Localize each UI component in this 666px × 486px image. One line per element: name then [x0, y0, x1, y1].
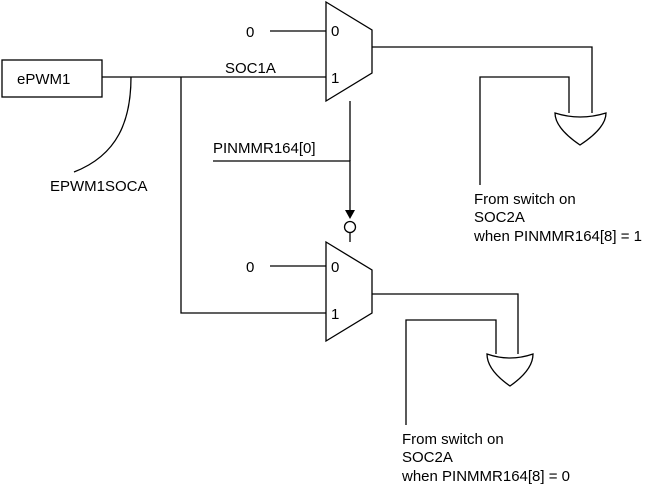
- epwm1soca-label: EPWM1SOCA: [50, 178, 148, 195]
- mux-bottom-input0-value: 0: [246, 259, 254, 276]
- wire-mux-bottom-output: [372, 293, 519, 354]
- wire-top-note-to-gate: [479, 76, 570, 185]
- or-gate-top: [554, 112, 607, 146]
- select-signal-label: PINMMR164[0]: [213, 140, 316, 157]
- soc1a-label: SOC1A: [225, 60, 276, 77]
- note-top-line-3: when PINMMR164[8] = 1: [473, 228, 642, 245]
- select-arrowhead: [345, 210, 355, 219]
- epwm1-block-label: ePWM1: [17, 71, 70, 88]
- note-bottom-line-3: when PINMMR164[8] = 0: [401, 468, 570, 485]
- note-top-line-1: From switch on: [474, 191, 576, 208]
- select-inverter-bubble: [343, 220, 357, 234]
- note-top: From switch on SOC2A when PINMMR164[8] =…: [473, 191, 642, 245]
- note-bottom: From switch on SOC2A when PINMMR164[8] =…: [401, 431, 570, 485]
- wire-select: [213, 160, 351, 212]
- mux-top-input0-value: 0: [246, 24, 254, 41]
- note-bottom-line-2: SOC2A: [402, 449, 453, 466]
- epwm1-block: [1, 59, 103, 98]
- note-bottom-line-1: From switch on: [402, 431, 504, 448]
- mux-top: [325, 0, 373, 103]
- or-gate-bottom: [486, 353, 534, 387]
- mux-bottom-input0-label: 0: [331, 259, 339, 276]
- wire-bottom-note-to-gate: [405, 319, 497, 425]
- wire-mux-top-output: [372, 46, 593, 113]
- mux-bottom-input1-label: 1: [331, 306, 339, 323]
- mux-bottom: [325, 240, 373, 343]
- mux-top-input0-label: 0: [331, 23, 339, 40]
- mux-top-input1-label: 1: [331, 70, 339, 87]
- epwm1soca-leader: [73, 76, 132, 173]
- wire-branch-to-mux-bottom: [180, 77, 326, 314]
- note-top-line-2: SOC2A: [474, 209, 525, 226]
